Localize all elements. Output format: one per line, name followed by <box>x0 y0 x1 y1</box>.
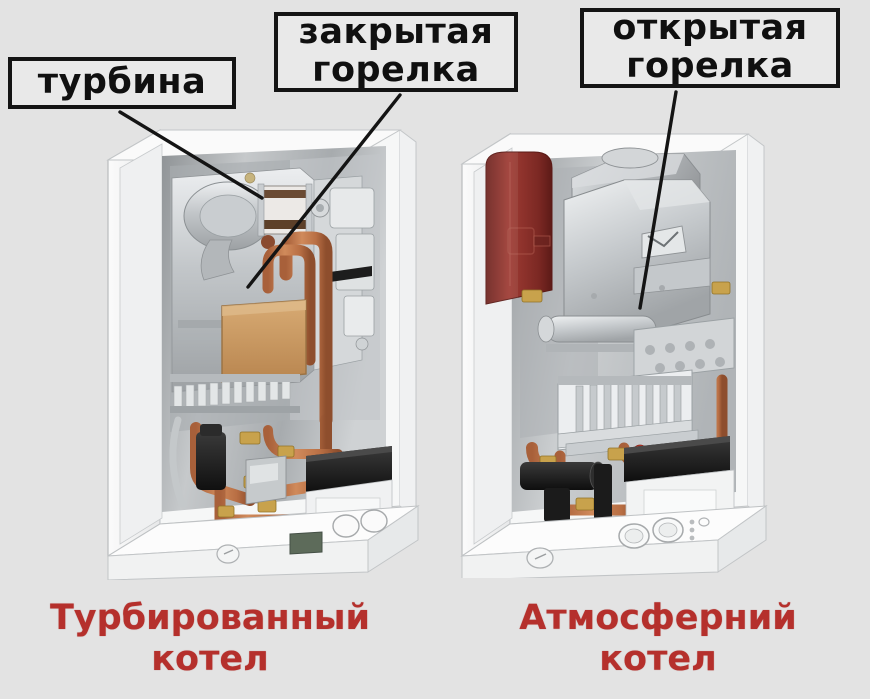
caption-turbo-boiler-line1: Турбированный <box>49 598 371 638</box>
callout-turbine-line1: турбина <box>37 62 207 103</box>
callout-open-burner-line2: горелка <box>626 46 794 86</box>
caption-atmospheric-boiler-line1: Атмосферний <box>519 598 797 638</box>
boiler-illustration-turbo <box>106 128 420 580</box>
callout-open-burner-line1: открытая <box>612 8 808 49</box>
caption-turbo-boiler-line2: котел <box>151 639 269 680</box>
cylinder-bank <box>537 315 657 352</box>
control-panel[interactable] <box>107 505 420 580</box>
draft-hood <box>563 147 711 331</box>
control-panel[interactable] <box>460 505 768 578</box>
caption-atmospheric-boiler-line2: котел <box>599 639 717 680</box>
callout-closed-burner: закрытая горелка <box>274 12 518 92</box>
callout-closed-burner-line1: закрытая <box>298 12 494 53</box>
knob-temperature[interactable] <box>332 514 360 538</box>
expansion-vessel <box>485 151 553 305</box>
indicator-dots <box>689 519 695 541</box>
lcd-display <box>289 531 323 555</box>
power-button[interactable] <box>216 544 240 564</box>
circulation-pump <box>520 461 612 522</box>
callout-turbine: турбина <box>8 57 236 109</box>
power-button[interactable] <box>526 547 554 569</box>
knob-mode[interactable] <box>360 509 388 533</box>
boiler-illustration-atmospheric <box>460 132 768 578</box>
closed-combustion-chamber <box>170 299 307 413</box>
caption-atmospheric-boiler: Атмосферний котел <box>448 598 868 681</box>
callout-open-burner: открытая горелка <box>580 8 840 88</box>
open-burner-finned-exchanger <box>557 369 699 457</box>
caption-turbo-boiler: Турбированный котел <box>0 598 420 681</box>
callout-closed-burner-line2: горелка <box>312 50 480 90</box>
